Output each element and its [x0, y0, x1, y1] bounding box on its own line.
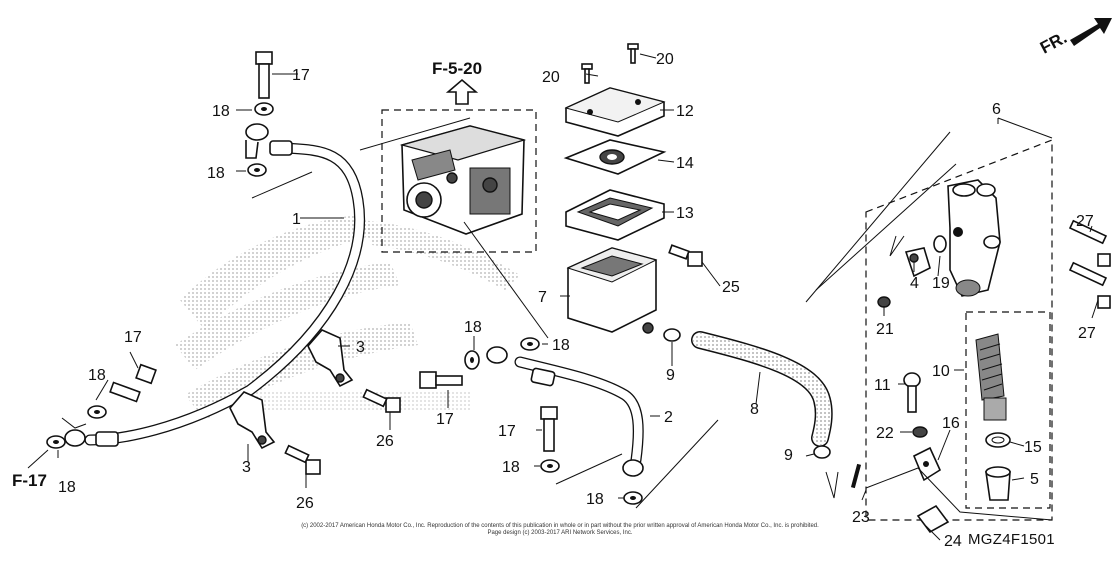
copyright-line-2: Page design (c) 2003-2017 ARI Network Se…: [487, 530, 633, 536]
piston-kit-frame: [965, 311, 1051, 509]
diagram-code: MGZ4F1501: [968, 531, 1055, 548]
ref-f-5-20-label: F-5-20: [432, 59, 482, 78]
o-ring-19: [933, 235, 947, 253]
callout-21: 21: [876, 321, 894, 338]
callout-13: 13: [676, 205, 694, 222]
callout-26: 26: [296, 495, 314, 512]
abs-unit-frame: [381, 109, 537, 253]
callout-10: 10: [932, 363, 950, 380]
copyright-line-1: (c) 2002-2017 American Honda Motor Co., …: [301, 523, 819, 529]
circlip-15: [985, 432, 1011, 448]
callout-27: 27: [1078, 325, 1096, 342]
callout-22: 22: [876, 425, 894, 442]
brake-hose-2: [486, 346, 644, 477]
callout-20: 20: [542, 69, 560, 86]
callout-18: 18: [552, 337, 570, 354]
callout-11: 11: [874, 377, 891, 394]
callout-18: 18: [586, 491, 604, 508]
callout-7: 7: [538, 289, 547, 306]
up-arrow-icon: [445, 78, 479, 105]
callout-5: 5: [1030, 471, 1039, 488]
callout-25: 25: [722, 279, 740, 296]
front-direction-arrow: FR.: [1037, 18, 1112, 58]
callout-9: 9: [666, 367, 675, 384]
bolt-26-upper: [362, 388, 401, 413]
bolt-17-low: [540, 406, 558, 452]
callout-17: 17: [124, 329, 142, 346]
leader-lines: [27, 53, 1099, 541]
callout-18: 18: [207, 165, 225, 182]
callout-27: 27: [1076, 213, 1094, 230]
callout-23: 23: [852, 509, 870, 526]
callout-17: 17: [498, 423, 516, 440]
bolts-27: [1068, 219, 1111, 309]
diaphragm-13: [565, 189, 665, 241]
abs-modulator-unit: [399, 125, 527, 235]
boot-5: [985, 466, 1011, 501]
callout-18: 18: [212, 103, 230, 120]
cotter-pin-23: [850, 463, 862, 489]
brake-hose-1: [61, 123, 366, 447]
callout-16: 16: [942, 415, 960, 432]
callout-26: 26: [376, 433, 394, 450]
joint-pin-24: [916, 504, 950, 534]
washers-18: [46, 102, 643, 505]
bolt-17-top: [255, 51, 273, 99]
watermark-logo: [175, 215, 520, 420]
callout-19: 19: [932, 275, 950, 292]
hose-clips-9: [663, 328, 831, 459]
callout-18: 18: [58, 479, 76, 496]
ref-f-5-20[interactable]: F-5-20: [432, 59, 482, 105]
master-cylinder-6: [947, 179, 1001, 297]
push-rod-11: [903, 372, 921, 413]
callouts: 17 18 18 1 17 18 18 F-17 3 3 26 26 17 18…: [12, 51, 1096, 550]
callout-24: 24: [944, 533, 962, 550]
callout-18: 18: [502, 459, 520, 476]
hose-clamp-3-lower: [229, 391, 276, 450]
callout-6: 6: [992, 101, 1001, 118]
bolt-17-left: [109, 363, 157, 403]
callout-8: 8: [750, 401, 759, 418]
callout-18: 18: [88, 367, 106, 384]
callout-18: 18: [464, 319, 482, 336]
reservoir-cap-12: [564, 87, 666, 137]
bolt-17-mid: [419, 371, 463, 389]
nut-22: [912, 426, 928, 438]
reservoir-hose: [691, 331, 833, 447]
reservoir-tank-7: [566, 247, 658, 334]
ref-f-17: F-17: [12, 471, 47, 490]
front-direction-label: FR.: [1037, 28, 1070, 58]
bolt-25: [668, 244, 703, 267]
callout-12: 12: [676, 103, 694, 120]
callout-20: 20: [656, 51, 674, 68]
callout-2: 2: [664, 409, 673, 426]
callout-4: 4: [910, 275, 919, 292]
callout-1: 1: [292, 211, 301, 228]
screws-20: [581, 43, 639, 84]
callout-15: 15: [1024, 439, 1042, 456]
hose-clamp-3-upper: [307, 329, 354, 388]
bolt-26-lower: [284, 444, 321, 475]
callout-3: 3: [242, 459, 251, 476]
set-plate-14: [563, 139, 667, 175]
piston-kit-10: [975, 333, 1007, 421]
copyright-notice: (c) 2002-2017 American Honda Motor Co., …: [300, 523, 820, 537]
callout-17: 17: [436, 411, 454, 428]
clevis-16: [912, 446, 942, 482]
joint-4: [904, 247, 931, 278]
callout-17: 17: [292, 67, 310, 84]
screw-21: [877, 296, 891, 308]
callout-9: 9: [784, 447, 793, 464]
callout-14: 14: [676, 155, 694, 172]
callout-3: 3: [356, 339, 365, 356]
